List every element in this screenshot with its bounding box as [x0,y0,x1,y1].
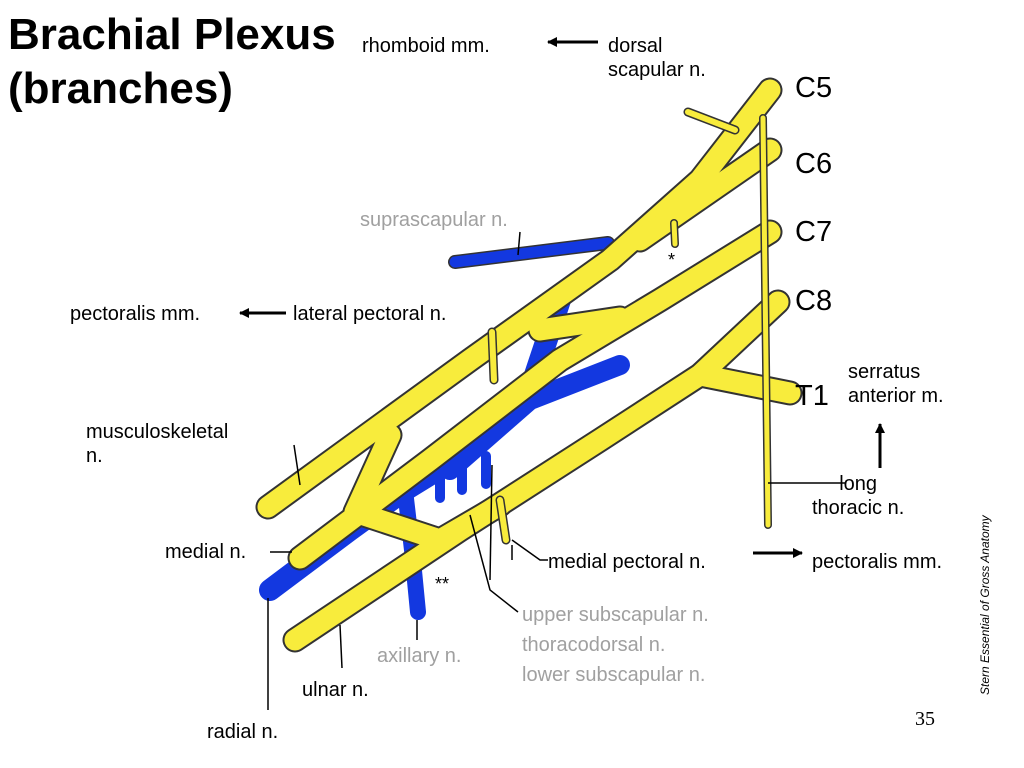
thoracodorsal-label: thoracodorsal n. [522,634,666,656]
musculoskeletal-label: musculoskeletal n. [86,420,228,468]
long-thoracic-line-2: thoracic n. [812,497,905,519]
rhomboid-label: rhomboid mm. [362,35,490,57]
lateral-pectoral-label: lateral pectoral n. [293,303,447,325]
double-asterisk-label: ** [435,574,450,594]
serratus-line-2: anterior m. [848,385,944,407]
pectoralis-left-label: pectoralis mm. [70,303,201,325]
long-thoracic-label: long thoracic n. [812,472,904,520]
serratus-line-1: serratus [848,361,921,383]
single-asterisk-label: * [668,250,676,270]
dorsal-scapular-line-2: scapular n. [608,59,706,81]
page-title: Brachial Plexus (branches) [8,8,336,116]
root-c7-label: C7 [795,216,833,248]
nerve-trunks [255,77,803,653]
root-c6-label: C6 [795,148,833,180]
dorsal-scapular-line-1: dorsal [608,35,663,57]
root-c8-label: C8 [795,285,833,317]
source-credit-text: Stern Essential of Gross Anatomy [978,515,992,695]
source-credit: Stern Essential of Gross Anatomy [978,515,992,695]
title-line-1: Brachial Plexus [8,10,336,59]
page-number: 35 [915,708,935,730]
root-c5-label: C5 [795,72,833,104]
arrows [239,37,885,558]
medial-n-label: medial n. [165,541,247,563]
long-thoracic-nerve [759,114,772,529]
ulnar-label: ulnar n. [302,679,369,701]
long-thoracic-line-1: long [839,473,878,495]
leader-lines [267,231,845,710]
pectoralis-right-label: pectoralis mm. [812,551,943,573]
medial-pectoral-label: medial pectoral n. [548,551,706,573]
axillary-label: axillary n. [377,645,462,667]
musculoskeletal-line-1: musculoskeletal [86,421,229,443]
suprascapular-label: suprascapular n. [360,209,508,231]
subscapular-group-label: upper subscapular n. thoracodorsal n. lo… [522,600,709,690]
musculoskeletal-line-2: n. [86,445,103,467]
serratus-label: serratus anterior m. [848,360,944,408]
dorsal-scapular-label: dorsal scapular n. [608,34,706,82]
root-t1-label: T1 [795,380,829,412]
upper-subscapular-label: upper subscapular n. [522,604,709,626]
title-line-2: (branches) [8,64,233,113]
radial-label: radial n. [207,721,279,743]
lower-subscapular-label: lower subscapular n. [522,664,706,686]
